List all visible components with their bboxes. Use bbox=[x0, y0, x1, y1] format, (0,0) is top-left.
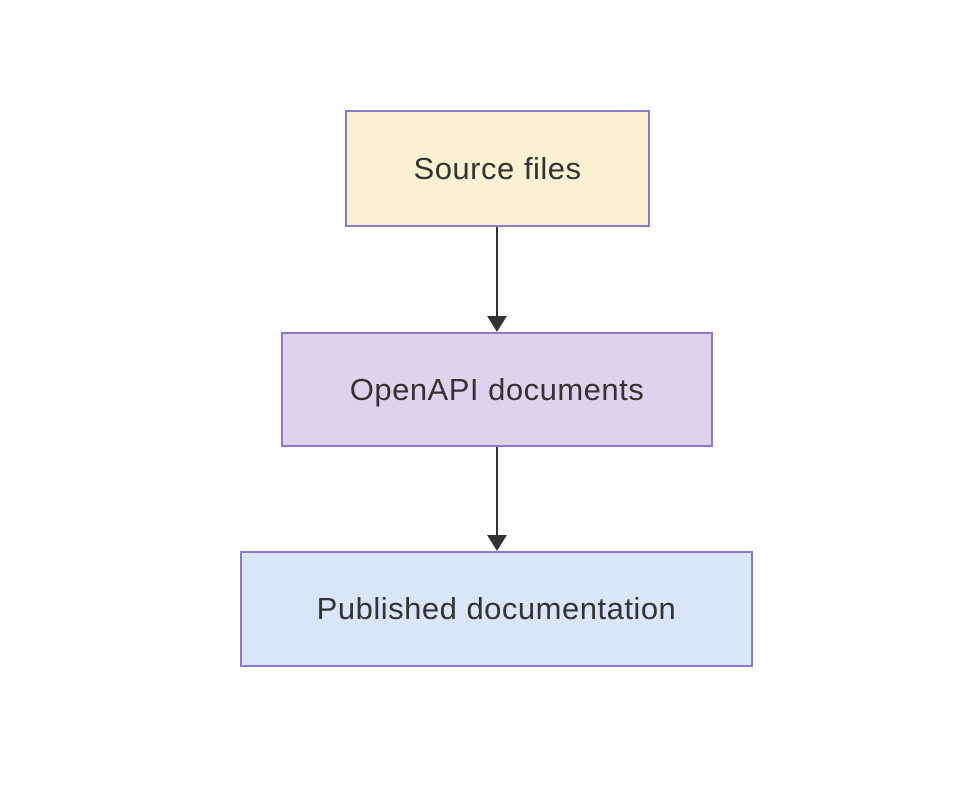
node-source-files-label: Source files bbox=[413, 150, 582, 186]
node-published-documentation-label: Published documentation bbox=[316, 591, 677, 626]
node-openapi-documents: OpenAPI documents bbox=[281, 332, 713, 447]
edge-openapi-to-published-line bbox=[496, 447, 498, 536]
node-published-documentation: Published documentation bbox=[240, 551, 753, 667]
arrowhead-down-icon bbox=[487, 535, 507, 551]
arrowhead-down-icon bbox=[487, 316, 507, 332]
edge-source-to-openapi-line bbox=[496, 227, 498, 317]
node-source-files: Source files bbox=[345, 110, 650, 227]
node-openapi-documents-label: OpenAPI documents bbox=[349, 371, 645, 407]
